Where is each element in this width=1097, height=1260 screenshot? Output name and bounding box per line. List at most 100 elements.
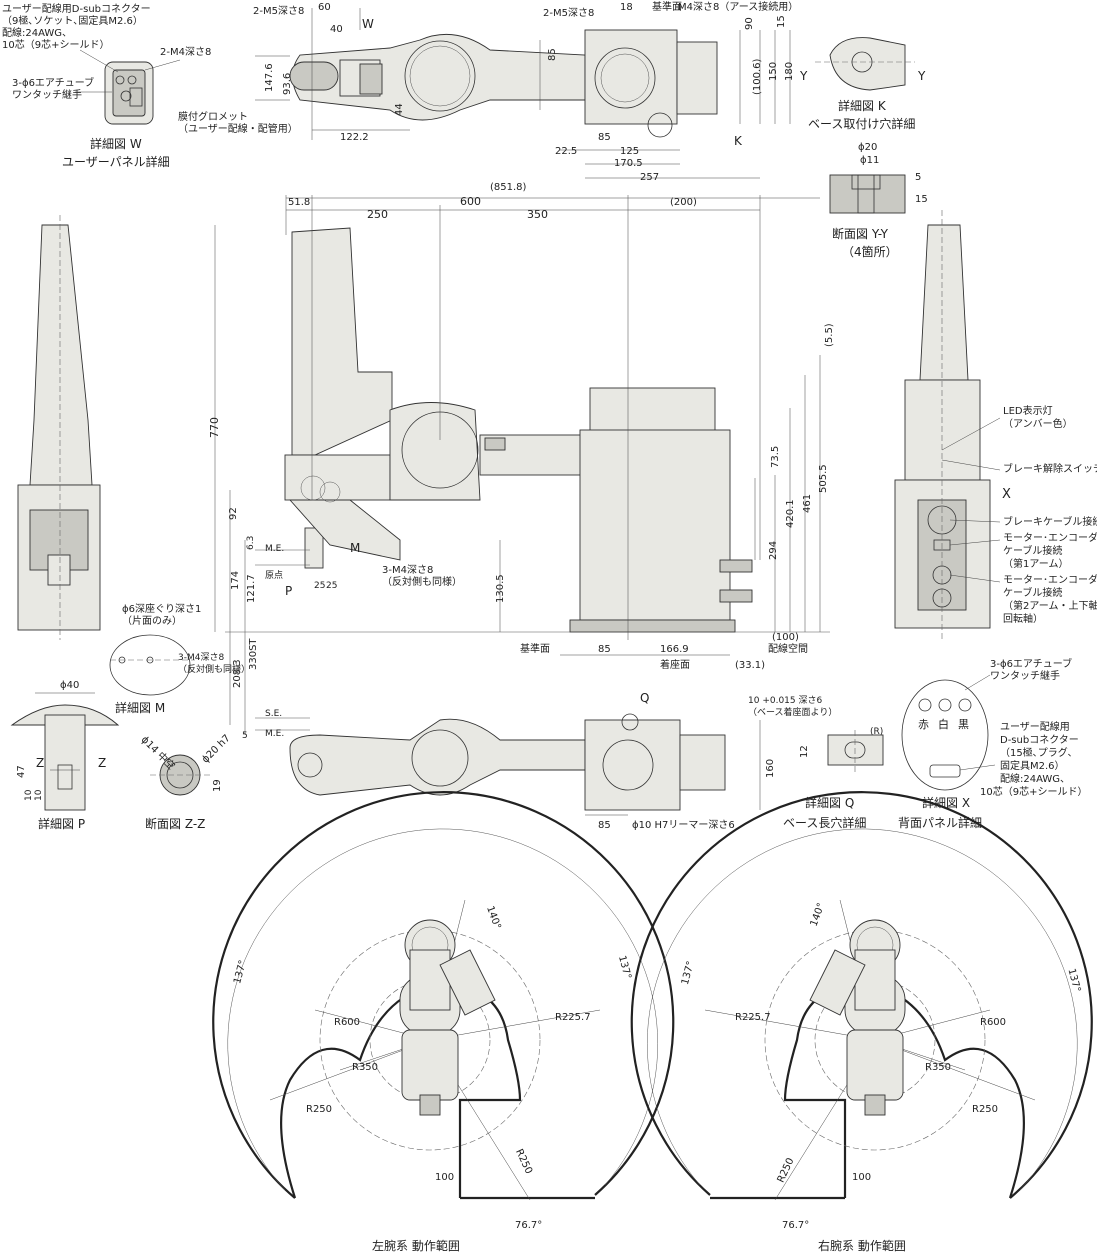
lr-r250b: R250 <box>513 1148 534 1176</box>
bottom-view: Q 160 85 ϕ10 H7リーマー深さ6 <box>289 691 776 831</box>
sv-dim-3: 250 <box>367 208 388 221</box>
rr-r350: R350 <box>925 1062 951 1073</box>
sv-dim-1: (851.8) <box>490 182 527 193</box>
detail-w-note-2: （9極､ソケット､固定具M2.6） <box>2 14 143 27</box>
detail-k-y1: Y <box>799 69 808 83</box>
sv-dim-28: 85 <box>598 644 611 655</box>
rv-led-2: （アンバー色） <box>1003 417 1073 430</box>
sv-dim-4: 600 <box>460 195 481 208</box>
detail-k-subtitle: ベース取付け穴詳細 <box>808 116 915 131</box>
lr-a767: 76.7° <box>515 1220 542 1231</box>
rr-r250a: R250 <box>972 1104 998 1115</box>
zz-d14: ϕ14 中空 <box>139 733 178 772</box>
rr-a137a: 137° <box>680 960 697 986</box>
sv-dim-25: S.E. <box>265 709 282 719</box>
rv-motor2-1: モーター･エンコーダー <box>1003 573 1097 586</box>
top-dim-4: 40 <box>330 24 343 35</box>
top-dim-20: 125 <box>620 146 639 157</box>
lr-r600: R600 <box>334 1017 360 1028</box>
dq-slot-2: （ベース着座面より） <box>748 706 837 718</box>
sv-dim-31: (33.1) <box>735 660 765 671</box>
detail-w-note-4: 10芯（9芯+シールド） <box>2 38 109 51</box>
section-yy: ϕ20 ϕ11 5 15 断面図 Y-Y （4箇所） <box>829 142 928 259</box>
detail-q: 10 +0.015 深さ6 （ベース着座面より） (R) 12 詳細図 Q ベー… <box>748 695 884 830</box>
sv-dim-18: 174 <box>230 571 241 590</box>
dx-white: 白 <box>938 717 949 731</box>
sv-dim-11: 461 <box>802 494 813 513</box>
sv-dim-21: 130.5 <box>495 574 506 603</box>
sv-seat: 着座面 <box>660 658 690 671</box>
top-dim-15: 150 <box>768 62 779 81</box>
sv-dim-10: 420.1 <box>785 499 796 528</box>
top-dim-7: 44 <box>394 103 405 116</box>
top-dim-21: 22.5 <box>555 146 577 157</box>
rv-brake-cable: ブレーキケーブル接続 <box>1003 515 1097 528</box>
top-dim-12: M4深さ8（アース接続用） <box>678 0 798 13</box>
top-view: 2-M5深さ8 60 W 40 147.6 93.6 44 122.2 2-M5… <box>178 0 798 183</box>
top-dim-10: 18 <box>620 2 633 13</box>
rr-a767: 76.7° <box>782 1220 809 1231</box>
sv-dim-12: 505.5 <box>818 464 829 493</box>
top-dim-5: 147.6 <box>264 63 275 92</box>
sv-dim-6: (200) <box>670 197 697 208</box>
dp-z1: Z <box>36 756 44 770</box>
rr-d100: 100 <box>852 1172 871 1183</box>
top-dim-19: 85 <box>598 132 611 143</box>
sv-cable: 配線空間 <box>768 642 808 655</box>
sv-m: M <box>350 541 360 555</box>
top-grommet-2: （ユーザー配線・配管用） <box>178 122 298 135</box>
bv-w85: 85 <box>598 820 611 831</box>
detail-k-title: 詳細図 K <box>838 98 887 113</box>
dx-air-1: 3-ϕ6エアチューブ <box>990 657 1072 670</box>
top-dim-11: 基準面 <box>652 0 682 13</box>
yy-subtitle: （4箇所） <box>842 245 898 259</box>
dx-air-2: ワンタッチ継手 <box>990 669 1060 682</box>
sv-dim-9: 73.5 <box>770 446 781 468</box>
sv-dim-30: (100) <box>772 632 799 643</box>
top-dim-1: 2-M5深さ8 <box>253 5 304 17</box>
lr-a137a: 137° <box>232 959 249 985</box>
top-dim-22: 170.5 <box>614 158 643 169</box>
dp-h10b: 10 <box>34 789 44 801</box>
dx-red: 赤 <box>918 718 929 731</box>
detail-w-air-1: 3-ϕ6エアチューブ <box>12 76 94 89</box>
rr-title: 右腕系 動作範囲 <box>818 1238 906 1253</box>
top-dim-9: 2-M5深さ8 <box>543 7 594 19</box>
yy-title: 断面図 Y-Y <box>832 226 889 241</box>
bv-q: Q <box>640 691 649 705</box>
lr-r250a: R250 <box>306 1104 332 1115</box>
bv-ream: ϕ10 H7リーマー深さ6 <box>632 819 735 831</box>
sv-dim-13: 92 <box>228 507 239 520</box>
dx-title: 詳細図 X <box>922 795 970 810</box>
detail-m: ϕ6深座ぐり深さ1 （片面のみ） 3-M4深さ8 （反対側も同様） 詳細図 M <box>109 602 250 715</box>
yy-d11: ϕ11 <box>860 155 879 166</box>
dq-subtitle: ベース長穴詳細 <box>783 815 866 830</box>
sv-dim-2: 51.8 <box>288 197 310 208</box>
top-dim-6: 93.6 <box>282 73 293 95</box>
detail-p: ϕ40 Z Z 47 10 10 詳細図 P <box>10 680 120 831</box>
detail-w-air-2: ワンタッチ継手 <box>12 88 82 101</box>
section-zz: ϕ14 中空 ϕ20 h7 19 断面図 Z-Z <box>139 733 233 831</box>
right-end-view: LED表示灯 （アンバー色） ブレーキ解除スイッチ X ブレーキケーブル接続 モ… <box>894 210 1097 640</box>
detail-k: Y Y 詳細図 K ベース取付け穴詳細 <box>799 37 926 131</box>
dx-dsub-6: 10芯（9芯+シールド） <box>980 785 1087 798</box>
sv-ref: 基準面 <box>520 642 550 655</box>
rv-x: X <box>1002 487 1011 502</box>
dx-subtitle: 背面パネル詳細 <box>898 815 982 830</box>
dq-slot-1: 10 +0.015 深さ6 <box>748 695 822 706</box>
rr-a137b: 137° <box>1065 967 1082 993</box>
sv-p: P <box>285 584 292 598</box>
sv-dim-7: (5.5) <box>824 323 835 347</box>
main-side-view: (851.8) 51.8 250 600 350 (200) (5.5) 770… <box>208 182 835 741</box>
rr-r600: R600 <box>980 1017 1006 1028</box>
dm-tap-1: 3-M4深さ8 <box>178 652 224 663</box>
zz-h19: 19 <box>212 779 223 792</box>
top-grommet-1: 膜付グロメット <box>178 110 248 123</box>
yy-h15: 15 <box>915 194 928 205</box>
zz-title: 断面図 Z-Z <box>145 816 205 831</box>
sv-dim-20: 25 <box>326 581 337 591</box>
detail-w-note-1: ユーザー配線用D-subコネクター <box>2 2 151 15</box>
detail-x: 3-ϕ6エアチューブ ワンタッチ継手 赤 白 黒 ユーザー配線用 D-subコネ… <box>898 657 1087 830</box>
detail-w-tap: 2-M4深さ8 <box>160 46 211 58</box>
rv-motor2-2: ケーブル接続 <box>1003 586 1062 599</box>
